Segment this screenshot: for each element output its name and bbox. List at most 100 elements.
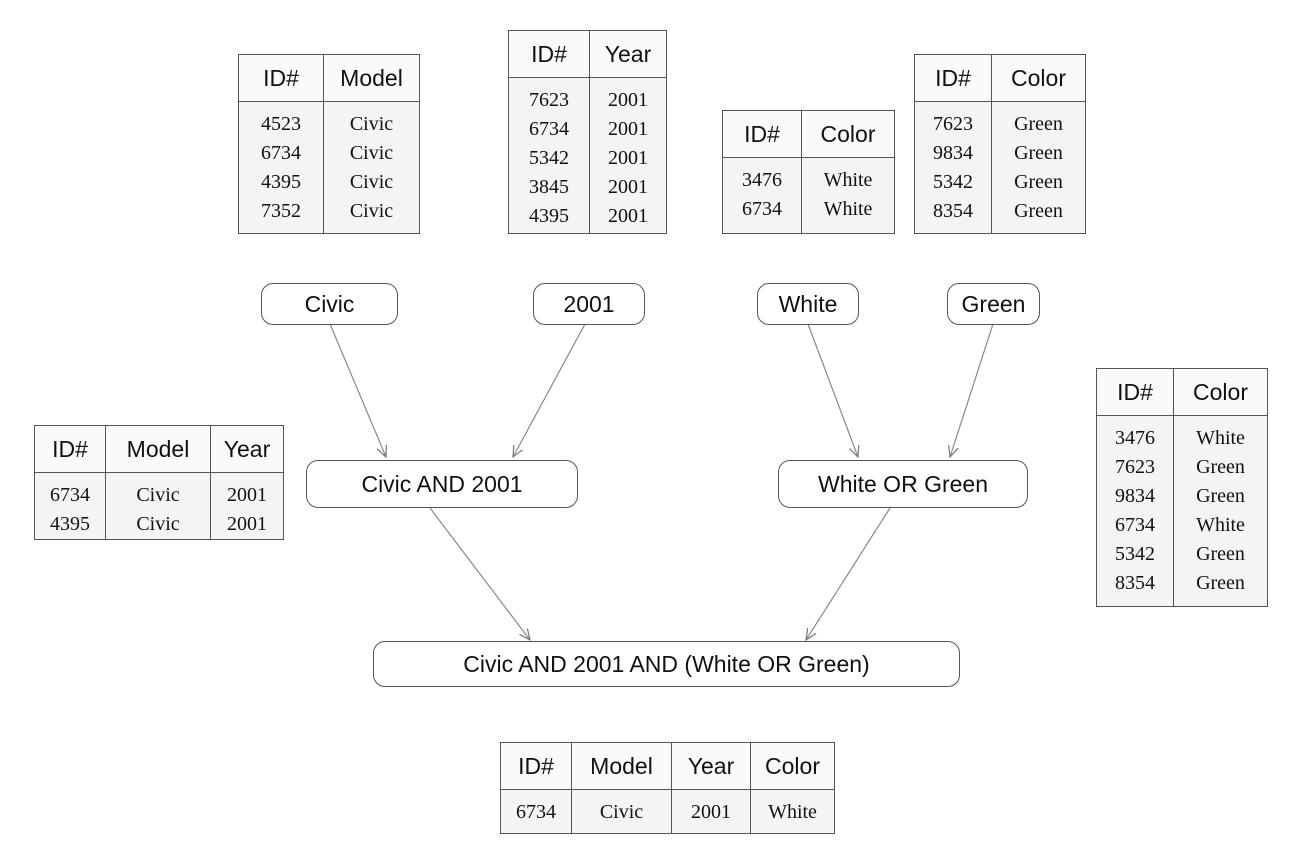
table-year-2001: ID# 7623 6734 5342 3845 4395 Year 2001 2… [508, 30, 667, 234]
column-header: Year [211, 426, 283, 473]
table-cell: 2001 [608, 89, 648, 111]
table-cell: 4395 [50, 513, 90, 535]
column-id: ID# 7623 6734 5342 3845 4395 [509, 31, 589, 233]
table-cell: 7623 [1115, 456, 1155, 478]
table-cell: 6734 [742, 198, 782, 220]
column-header: Year [590, 31, 666, 78]
column-year: Year 2001 2001 [210, 426, 283, 539]
table-cell: 4395 [529, 205, 569, 227]
table-cell: 4395 [261, 171, 301, 193]
table-cell: 8354 [1115, 572, 1155, 594]
table-cell: 2001 [691, 801, 731, 823]
table-cell: 3845 [529, 176, 569, 198]
table-cell: 4523 [261, 113, 301, 135]
table-cell: Green [1014, 113, 1063, 135]
table-white: ID# 3476 6734 Color White White [722, 110, 895, 234]
column-header: Model [572, 743, 671, 790]
table-cell: Green [1014, 142, 1063, 164]
table-cell: Civic [349, 200, 394, 222]
column-id: ID# 7623 9834 5342 8354 [915, 55, 991, 233]
column-color: Color White Green Green White Green Gree… [1173, 369, 1267, 606]
node-white: White [757, 283, 859, 325]
column-model: Model Civic Civic Civic Civic [323, 55, 419, 233]
table-cell: 7623 [529, 89, 569, 111]
table-cell: 3476 [742, 169, 782, 191]
column-year: Year 2001 2001 2001 2001 2001 [589, 31, 666, 233]
column-id: ID# 3476 7623 9834 6734 5342 8354 [1097, 369, 1173, 606]
table-cell: 6734 [261, 142, 301, 164]
table-cell: 9834 [1115, 485, 1155, 507]
column-color: Color Green Green Green Green [991, 55, 1085, 233]
table-cell: 2001 [608, 118, 648, 140]
table-cell: Green [1196, 572, 1245, 594]
column-id: ID# 4523 6734 4395 7352 [239, 55, 323, 233]
column-header: ID# [239, 55, 323, 102]
table-final-result: ID# 6734 Model Civic Year 2001 Color Whi… [500, 742, 835, 834]
column-color: Color White White [801, 111, 894, 233]
column-header: ID# [723, 111, 801, 158]
table-cell: 2001 [227, 513, 267, 535]
table-cell: Civic [349, 142, 394, 164]
table-cell: 5342 [933, 171, 973, 193]
table-cell: Civic [136, 484, 180, 506]
table-cell: White [768, 801, 817, 823]
table-cell: Green [1196, 456, 1245, 478]
column-header: Color [751, 743, 834, 790]
column-id: ID# 6734 4395 [35, 426, 105, 539]
column-color: Color White [750, 743, 834, 833]
table-green: ID# 7623 9834 5342 8354 Color Green Gree… [914, 54, 1086, 234]
column-header: ID# [1097, 369, 1173, 416]
column-header: ID# [915, 55, 991, 102]
column-header: Color [1174, 369, 1267, 416]
column-model: Model Civic Civic [105, 426, 210, 539]
node-civic-and-2001: Civic AND 2001 [306, 460, 578, 508]
table-cell: 7352 [261, 200, 301, 222]
arrow-white-to-or [807, 323, 858, 457]
table-cell: Green [1014, 200, 1063, 222]
table-cell: Civic [136, 513, 180, 535]
column-header: ID# [509, 31, 589, 78]
table-cell: Green [1196, 485, 1245, 507]
table-cell: 3476 [1115, 427, 1155, 449]
arrow-civic-to-and [329, 323, 386, 457]
arrow-or-to-final [806, 507, 891, 640]
table-civic-and-2001: ID# 6734 4395 Model Civic Civic Year 200… [34, 425, 284, 540]
table-cell: White [823, 169, 873, 191]
column-id: ID# 3476 6734 [723, 111, 801, 233]
table-cell: 2001 [608, 176, 648, 198]
table-cell: Civic [599, 801, 644, 823]
table-cell: 6734 [1115, 514, 1155, 536]
column-header: Year [672, 743, 750, 790]
column-id: ID# 6734 [501, 743, 571, 833]
node-white-or-green: White OR Green [778, 460, 1028, 508]
table-cell: 2001 [608, 205, 648, 227]
table-cell: White [1196, 514, 1245, 536]
table-cell: 6734 [516, 801, 556, 823]
table-cell: White [823, 198, 873, 220]
column-header: ID# [35, 426, 105, 473]
column-header: Model [324, 55, 419, 102]
node-final-query: Civic AND 2001 AND (White OR Green) [373, 641, 960, 687]
table-cell: 6734 [50, 484, 90, 506]
table-cell: Green [1014, 171, 1063, 193]
column-model: Model Civic [571, 743, 671, 833]
column-year: Year 2001 [671, 743, 750, 833]
table-cell: 6734 [529, 118, 569, 140]
table-cell: 9834 [933, 142, 973, 164]
column-header: ID# [501, 743, 571, 790]
table-cell: 2001 [608, 147, 648, 169]
table-cell: 8354 [933, 200, 973, 222]
arrow-green-to-or [950, 323, 994, 457]
table-cell: 2001 [227, 484, 267, 506]
node-2001: 2001 [533, 283, 645, 325]
arrow-and-to-final [429, 507, 530, 640]
node-civic: Civic [261, 283, 398, 325]
table-cell: 5342 [529, 147, 569, 169]
table-cell: Civic [349, 113, 394, 135]
table-white-or-green: ID# 3476 7623 9834 6734 5342 8354 Color … [1096, 368, 1268, 607]
table-civic: ID# 4523 6734 4395 7352 Model Civic Civi… [238, 54, 420, 234]
node-green: Green [947, 283, 1040, 325]
table-cell: White [1196, 427, 1245, 449]
column-header: Model [106, 426, 210, 473]
